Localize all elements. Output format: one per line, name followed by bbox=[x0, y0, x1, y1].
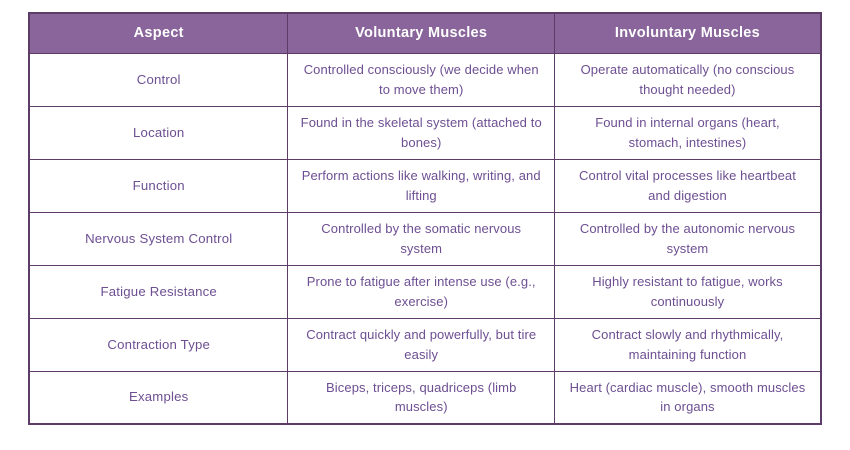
involuntary-cell: Operate automatically (no conscious thou… bbox=[553, 52, 822, 107]
involuntary-cell: Contract slowly and rhythmically, mainta… bbox=[553, 317, 822, 372]
aspect-cell: Control bbox=[28, 52, 289, 107]
comparison-table-container: Aspect Voluntary Muscles Involuntary Mus… bbox=[28, 12, 822, 425]
table-body: Control Controlled consciously (we decid… bbox=[28, 52, 822, 425]
involuntary-cell: Heart (cardiac muscle), smooth muscles i… bbox=[553, 370, 822, 425]
voluntary-cell: Controlled by the somatic nervous system bbox=[287, 211, 555, 266]
voluntary-cell: Contract quickly and powerfully, but tir… bbox=[287, 317, 555, 372]
table-header: Aspect Voluntary Muscles Involuntary Mus… bbox=[28, 12, 822, 54]
aspect-cell: Examples bbox=[28, 370, 289, 425]
voluntary-cell: Perform actions like walking, writing, a… bbox=[287, 158, 555, 213]
involuntary-cell: Control vital processes like heartbeat a… bbox=[553, 158, 822, 213]
voluntary-cell: Prone to fatigue after intense use (e.g.… bbox=[287, 264, 555, 319]
involuntary-cell: Found in internal organs (heart, stomach… bbox=[553, 105, 822, 160]
aspect-cell: Fatigue Resistance bbox=[28, 264, 289, 319]
voluntary-cell: Found in the skeletal system (attached t… bbox=[287, 105, 555, 160]
table-row-examples: Examples Biceps, triceps, quadriceps (li… bbox=[28, 370, 822, 425]
table-row-fatigue-resistance: Fatigue Resistance Prone to fatigue afte… bbox=[28, 264, 822, 319]
table-row-control: Control Controlled consciously (we decid… bbox=[28, 52, 822, 107]
column-header-aspect: Aspect bbox=[28, 12, 289, 54]
table-row-contraction-type: Contraction Type Contract quickly and po… bbox=[28, 317, 822, 372]
table-row-nervous-system-control: Nervous System Control Controlled by the… bbox=[28, 211, 822, 266]
voluntary-cell: Biceps, triceps, quadriceps (limb muscle… bbox=[287, 370, 555, 425]
involuntary-cell: Controlled by the autonomic nervous syst… bbox=[553, 211, 822, 266]
aspect-cell: Nervous System Control bbox=[28, 211, 289, 266]
aspect-cell: Contraction Type bbox=[28, 317, 289, 372]
involuntary-cell: Highly resistant to fatigue, works conti… bbox=[553, 264, 822, 319]
column-header-voluntary: Voluntary Muscles bbox=[287, 12, 555, 54]
aspect-cell: Function bbox=[28, 158, 289, 213]
table-row-function: Function Perform actions like walking, w… bbox=[28, 158, 822, 213]
muscle-comparison-table: Aspect Voluntary Muscles Involuntary Mus… bbox=[28, 12, 822, 425]
header-row: Aspect Voluntary Muscles Involuntary Mus… bbox=[28, 12, 822, 54]
column-header-involuntary: Involuntary Muscles bbox=[553, 12, 822, 54]
voluntary-cell: Controlled consciously (we decide when t… bbox=[287, 52, 555, 107]
table-row-location: Location Found in the skeletal system (a… bbox=[28, 105, 822, 160]
aspect-cell: Location bbox=[28, 105, 289, 160]
